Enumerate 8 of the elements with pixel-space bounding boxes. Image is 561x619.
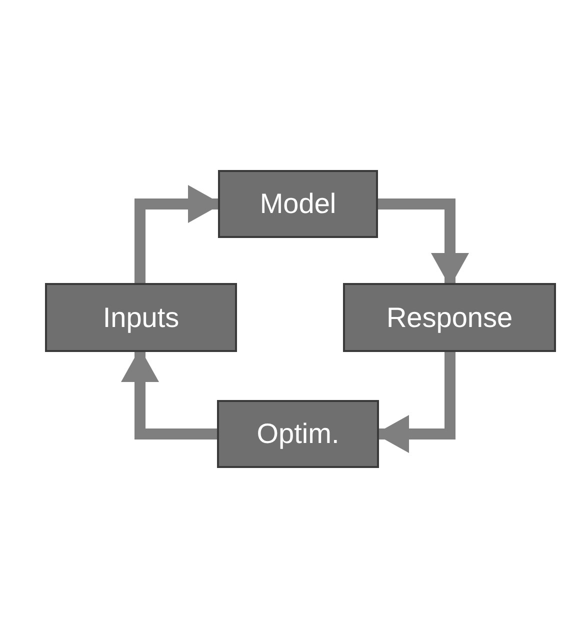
process-box	[45, 283, 237, 352]
process-box	[343, 283, 556, 352]
box-label: Model	[260, 190, 336, 218]
process-box	[217, 400, 379, 468]
box-label: Optim.	[256, 420, 340, 448]
box-label: Response	[386, 304, 513, 332]
process-box	[218, 170, 378, 238]
box-label: Inputs	[102, 304, 180, 332]
